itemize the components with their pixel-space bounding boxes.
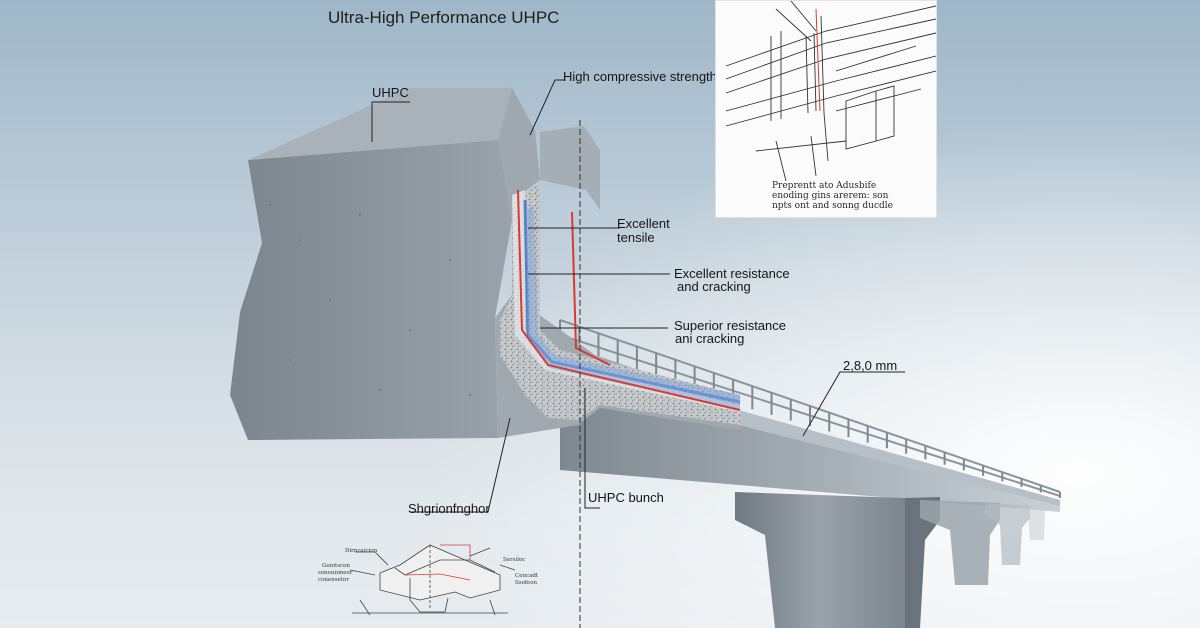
label-superior-resistance-line1: Superior resistance	[674, 318, 786, 333]
inset-caption-line2: enoding gins arerem: son	[772, 191, 889, 201]
label-resistance-cracking-line2: and cracking	[677, 279, 751, 294]
mini-note: Dirncaicion	[345, 548, 378, 554]
label-tensile-line1: Excellent	[617, 216, 670, 231]
mini-note: Ssofeon	[515, 580, 538, 586]
label-dimension: 2,8,0 mm	[843, 358, 898, 373]
mini-note: conensetor	[318, 577, 349, 583]
page-title: Ultra-High Performance UHPC	[328, 8, 560, 27]
inset-sketch-drawing	[725, 1, 936, 182]
bridge-pier	[735, 492, 940, 628]
label-uhpc: UHPC	[372, 85, 409, 100]
label-compressive-strength: High compressive strength	[563, 69, 717, 84]
section-detail-diagram	[349, 544, 516, 616]
label-superior-resistance-line2: ani cracking	[675, 331, 745, 346]
label-strengthening: Shgrionfnghor	[408, 501, 490, 516]
label-uhpc-bunch: UHPC bunch	[588, 490, 664, 505]
mini-note: Sersiloc	[503, 557, 526, 563]
mini-note: sonounmeor	[318, 570, 353, 576]
mini-note: Gointscon	[322, 563, 350, 569]
mini-note: Cencadt	[515, 573, 539, 579]
label-resistance-cracking-line1: Excellent resistance	[674, 266, 790, 281]
uhpc-girder	[230, 88, 741, 440]
label-tensile-line2: tensile	[617, 230, 655, 245]
inset-sketch: Preprentt ato Adusbife enoding gins arer…	[715, 0, 937, 218]
inset-caption-line1: Preprentt ato Adusbife	[772, 181, 877, 191]
inset-caption-line3: npts ont and sonng ducdle	[772, 201, 893, 211]
